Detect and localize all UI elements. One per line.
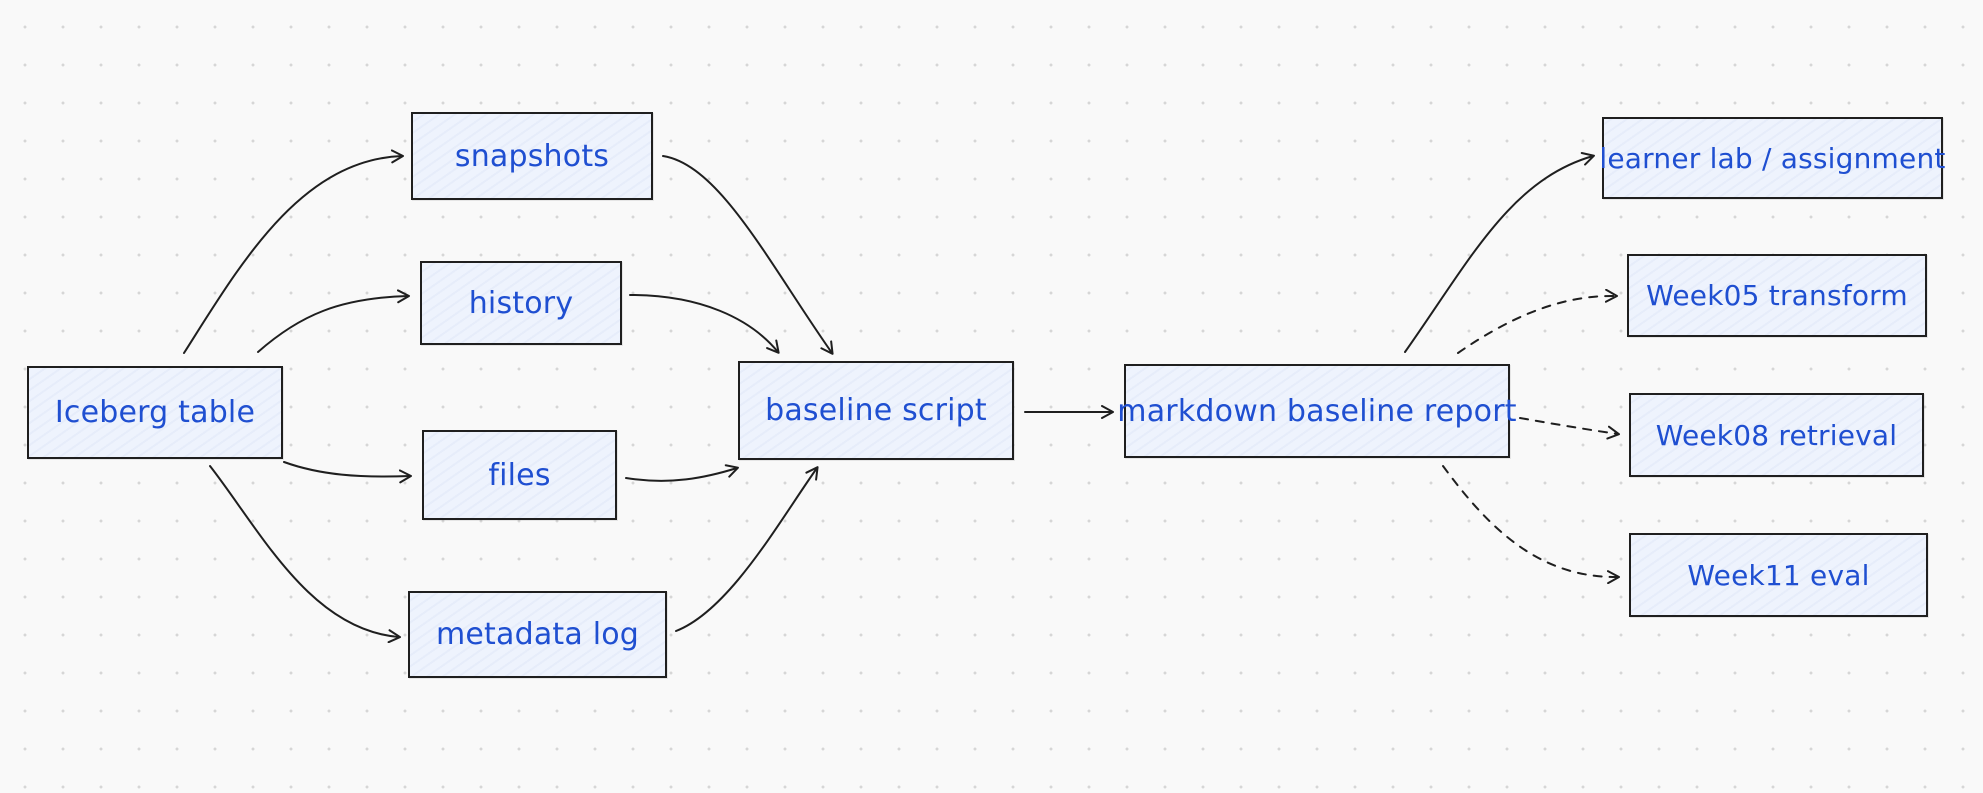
edge-snapshots-to-baseline	[662, 155, 834, 355]
node-label: markdown baseline report	[1117, 393, 1517, 429]
edge-report-to-learner-lab	[1404, 152, 1595, 353]
node-learner-lab-assignment[interactable]: learner lab / assignment	[1599, 117, 1946, 199]
node-label: Iceberg table	[54, 395, 256, 430]
node-week05-transform[interactable]: Week05 transform	[1627, 254, 1927, 337]
node-label: metadata log	[435, 617, 640, 652]
node-label: Week08 retrieval	[1655, 418, 1898, 452]
edge-history-to-baseline	[629, 294, 780, 354]
edge-report-to-week05	[1457, 288, 1618, 354]
node-files[interactable]: files	[422, 430, 617, 520]
edge-iceberg-to-files	[283, 461, 412, 484]
node-metadata-log[interactable]: metadata log	[408, 591, 667, 678]
edge-metadata-log-to-baseline	[675, 466, 819, 632]
edge-files-to-baseline	[625, 464, 739, 482]
edge-iceberg-to-snapshots	[183, 149, 404, 354]
node-history[interactable]: history	[420, 261, 622, 345]
node-label: files	[488, 457, 551, 493]
node-label: Week05 transform	[1646, 279, 1908, 312]
node-label: Week11 eval	[1687, 558, 1870, 592]
node-label: learner lab / assignment	[1599, 141, 1946, 175]
edge-report-to-week11	[1442, 465, 1620, 585]
node-snapshots[interactable]: snapshots	[411, 112, 653, 200]
node-week11-eval[interactable]: Week11 eval	[1629, 533, 1928, 617]
node-baseline-script[interactable]: baseline script	[738, 361, 1014, 460]
node-markdown-baseline-report[interactable]: markdown baseline report	[1117, 364, 1517, 458]
edge-iceberg-to-history	[257, 289, 410, 353]
edge-report-to-week08	[1519, 417, 1620, 440]
node-label: baseline script	[765, 393, 987, 428]
node-iceberg-table[interactable]: Iceberg table	[27, 366, 283, 459]
edge-iceberg-to-metadata-log	[209, 465, 401, 644]
node-label: history	[468, 285, 574, 321]
node-label: snapshots	[454, 138, 610, 174]
node-week08-retrieval[interactable]: Week08 retrieval	[1629, 393, 1924, 477]
